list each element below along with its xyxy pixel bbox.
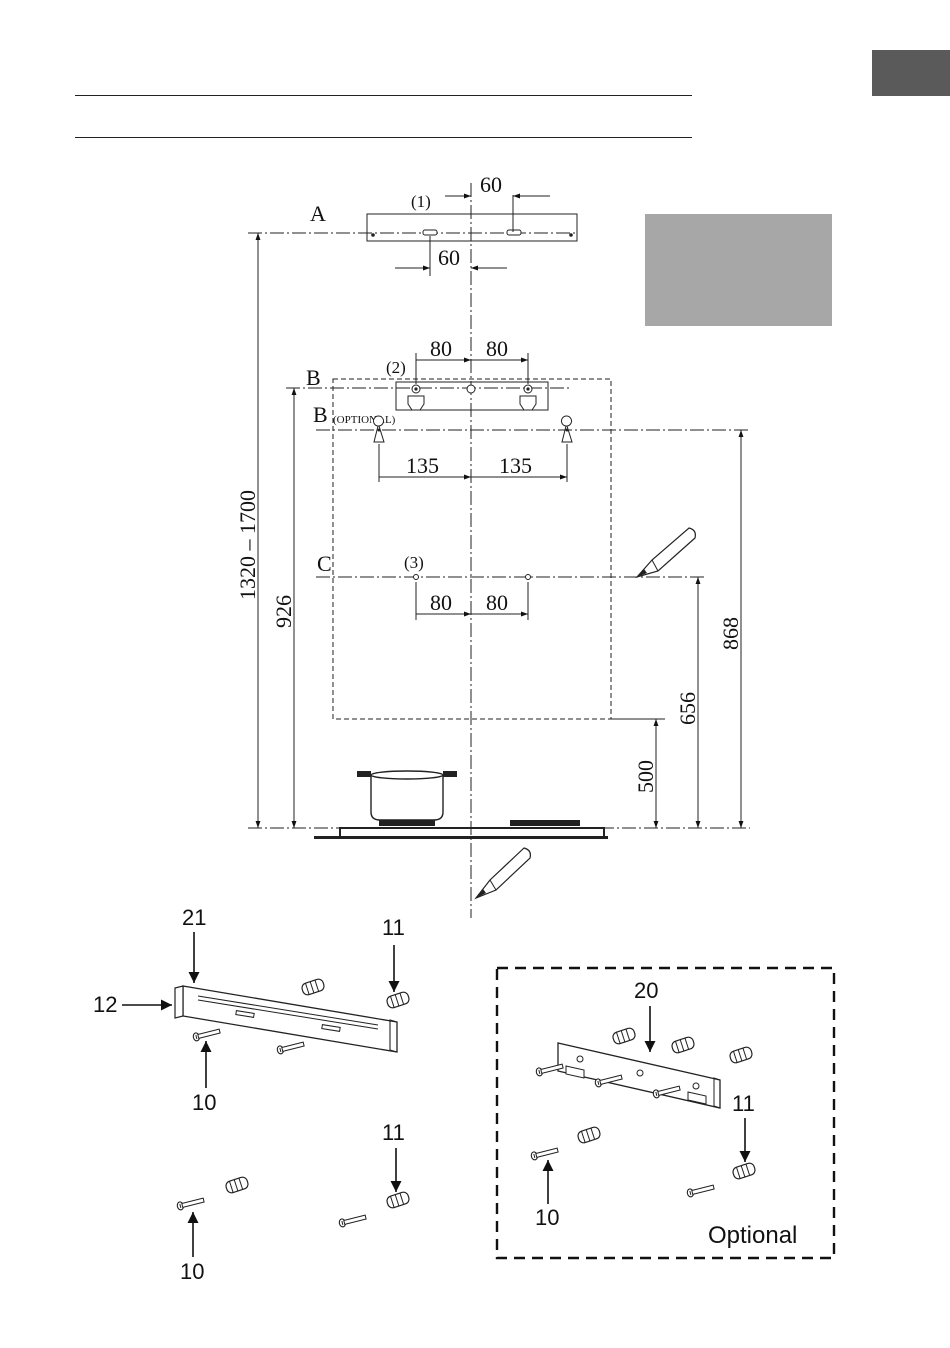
level-b-label: B: [306, 365, 321, 390]
dim-height-bottom: 500: [633, 760, 658, 793]
plug-icon: [386, 991, 411, 1009]
callout-11-kit2: 11: [382, 1120, 405, 1145]
dim-height-range: 1320 – 1700: [235, 490, 260, 600]
worktop: [314, 836, 608, 839]
kit-1: 21 12 11 10: [93, 905, 410, 1115]
plug-icon: [612, 1027, 637, 1045]
hole-1-label: (1): [411, 192, 431, 211]
dim-bopt-right: 135: [499, 453, 532, 478]
bracket-20-hole-1: [577, 1056, 583, 1062]
dim-bopt-left: 135: [406, 453, 439, 478]
callout-10-kit2: 10: [180, 1259, 204, 1284]
callout-10-kit1: 10: [192, 1090, 216, 1115]
plug-icon: [301, 978, 326, 996]
screw-icon: [530, 1146, 558, 1160]
hole-3-left: [414, 575, 419, 580]
bracket-a-hole-left: [371, 233, 375, 237]
screw-icon: [686, 1183, 714, 1197]
plug-icon: [671, 1036, 696, 1054]
optional-label: Optional: [708, 1222, 797, 1249]
bracket-b-hook-right: [520, 396, 536, 410]
pot-icon: [357, 771, 457, 820]
bracket-a-outline: [367, 214, 577, 241]
burner-left: [379, 820, 435, 826]
pencil-bottom-icon: [476, 848, 530, 898]
plug-icon: [732, 1162, 757, 1180]
bracket-21-end: [175, 986, 183, 1018]
bracket-20-hole-2: [637, 1070, 643, 1076]
dim-a-bottom: 60: [438, 245, 460, 270]
kit-3-optional: 20 11 10 Optional: [497, 968, 834, 1258]
callout-12: 12: [93, 992, 117, 1017]
dim-height-bopt: 868: [718, 617, 743, 650]
keyhole-left-dot: [378, 429, 381, 432]
dim-c-left: 80: [430, 590, 452, 615]
bracket-20-hole-3: [693, 1083, 699, 1089]
plug-icon: [225, 1176, 250, 1194]
burner-right: [510, 820, 580, 826]
callout-20: 20: [634, 978, 658, 1003]
screw-icon: [192, 1027, 220, 1041]
level-b-optional-note: (OPTIONAL): [333, 414, 396, 426]
screw-icon: [535, 1062, 563, 1076]
plug-icon: [386, 1191, 411, 1209]
bracket-a-slot-right: [507, 230, 521, 235]
pencil-icon: [637, 528, 695, 577]
hole-3-right: [526, 575, 531, 580]
bracket-21: [183, 986, 397, 1052]
callout-10-kit3: 10: [535, 1205, 559, 1230]
hole-2-label: (2): [386, 358, 406, 377]
level-c-label: C: [317, 551, 332, 576]
hole-3-label: (3): [404, 553, 424, 572]
dim-b-right: 80: [486, 336, 508, 361]
level-b-optional-label: B: [313, 402, 328, 427]
plug-icon: [729, 1046, 754, 1064]
bracket-b-hole-right-dot: [526, 387, 529, 390]
kit-2: 11 10: [176, 1120, 410, 1284]
dim-b-left: 80: [430, 336, 452, 361]
screw-icon: [276, 1040, 304, 1054]
plug-icon: [577, 1126, 602, 1144]
dim-c-right: 80: [486, 590, 508, 615]
bracket-b-hook-left: [408, 396, 424, 410]
bracket-a-slot-left: [423, 230, 437, 235]
bracket-b-hole-centre: [467, 385, 475, 393]
callout-11-kit1: 11: [382, 915, 405, 940]
dim-a-top: 60: [480, 172, 502, 197]
screw-icon: [176, 1196, 204, 1210]
dim-height-b: 926: [271, 595, 296, 628]
callout-21: 21: [182, 905, 206, 930]
level-a-label: A: [310, 201, 326, 226]
bracket-a-hole-right: [569, 233, 573, 237]
callout-11-kit3: 11: [732, 1091, 755, 1116]
screw-icon: [338, 1213, 366, 1227]
keyhole-right-dot: [566, 429, 569, 432]
dim-height-c: 656: [675, 692, 700, 725]
bracket-b-hole-left-dot: [414, 387, 417, 390]
